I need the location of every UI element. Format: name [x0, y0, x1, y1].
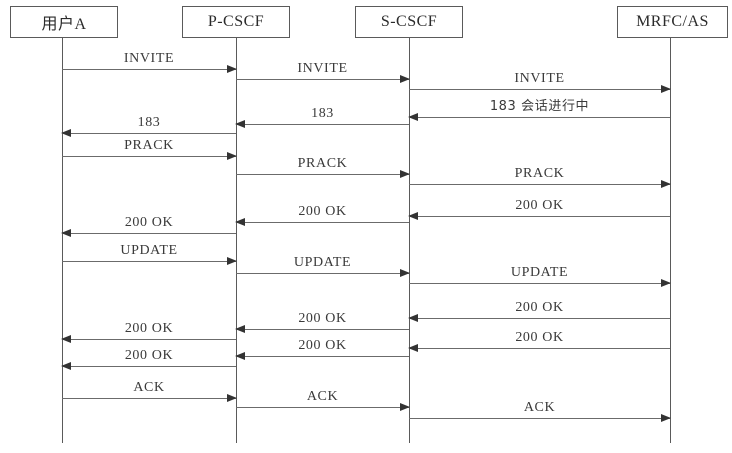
message-label: UPDATE: [293, 254, 352, 270]
message-line: [62, 133, 236, 134]
message-label: 200 OK: [298, 203, 347, 219]
message-line: [236, 329, 409, 330]
lifeline-ue: [62, 38, 63, 443]
message-label: ACK: [133, 379, 165, 395]
message-label: INVITE: [514, 70, 565, 86]
message-line: [62, 339, 236, 340]
message-label: UPDATE: [510, 264, 569, 280]
participant-box-scscf[interactable]: S-CSCF: [355, 6, 463, 38]
message-line: [236, 124, 409, 125]
lifeline-pcscf: [236, 38, 237, 443]
message-label: 183: [137, 114, 161, 130]
message-line: [409, 318, 670, 319]
message-label: ACK: [306, 388, 339, 404]
message-line: [236, 79, 409, 80]
arrowhead-left-icon: [235, 325, 245, 333]
message-label: 200 OK: [515, 299, 564, 315]
arrowhead-right-icon: [400, 75, 410, 83]
message-line: [62, 261, 236, 262]
arrowhead-left-icon: [408, 314, 418, 322]
message-label: UPDATE: [120, 242, 178, 258]
arrowhead-left-icon: [235, 218, 245, 226]
message-line: [236, 356, 409, 357]
arrowhead-right-icon: [661, 279, 671, 287]
message-label: PRACK: [297, 155, 348, 171]
lifeline-scscf: [409, 38, 410, 443]
message-label: 200 OK: [515, 197, 564, 213]
arrowhead-right-icon: [400, 269, 410, 277]
message-line: [409, 89, 670, 90]
arrowhead-left-icon: [235, 352, 245, 360]
message-line: [236, 407, 409, 408]
message-line: [409, 216, 670, 217]
arrowhead-left-icon: [408, 212, 418, 220]
arrowhead-left-icon: [61, 229, 71, 237]
arrowhead-right-icon: [400, 403, 410, 411]
arrowhead-right-icon: [661, 85, 671, 93]
arrowhead-right-icon: [661, 180, 671, 188]
message-line: [62, 233, 236, 234]
message-label: 200 OK: [124, 347, 174, 363]
message-label: PRACK: [514, 165, 565, 181]
message-line: [409, 418, 670, 419]
arrowhead-right-icon: [400, 170, 410, 178]
message-line: [62, 398, 236, 399]
arrowhead-right-icon: [661, 414, 671, 422]
message-label: INVITE: [297, 60, 348, 76]
message-label: 200 OK: [124, 320, 174, 336]
arrowhead-right-icon: [227, 394, 237, 402]
arrowhead-left-icon: [408, 113, 418, 121]
message-line: [236, 174, 409, 175]
message-label: 183 会话进行中: [489, 98, 590, 114]
participant-box-mrfc[interactable]: MRFC/AS: [617, 6, 728, 38]
message-line: [409, 348, 670, 349]
message-line: [62, 366, 236, 367]
message-label: 200 OK: [124, 214, 174, 230]
message-line: [409, 184, 670, 185]
arrowhead-right-icon: [227, 257, 237, 265]
participant-box-pcscf[interactable]: P-CSCF: [182, 6, 290, 38]
message-line: [62, 156, 236, 157]
message-label: PRACK: [124, 137, 174, 153]
participant-box-ue[interactable]: 用户A: [10, 6, 118, 38]
message-label: 200 OK: [515, 329, 564, 345]
message-line: [62, 69, 236, 70]
message-line: [409, 117, 670, 118]
lifeline-mrfc: [670, 38, 671, 443]
arrowhead-left-icon: [61, 362, 71, 370]
arrowhead-left-icon: [61, 129, 71, 137]
arrowhead-left-icon: [61, 335, 71, 343]
arrowhead-left-icon: [408, 344, 418, 352]
message-label: INVITE: [123, 50, 175, 66]
message-label: 200 OK: [298, 310, 347, 326]
arrowhead-left-icon: [235, 120, 245, 128]
message-label: 183: [311, 105, 334, 121]
arrowhead-right-icon: [227, 65, 237, 73]
message-line: [236, 222, 409, 223]
arrowhead-right-icon: [227, 152, 237, 160]
message-line: [409, 283, 670, 284]
message-line: [236, 273, 409, 274]
message-label: ACK: [523, 399, 556, 415]
message-label: 200 OK: [298, 337, 347, 353]
